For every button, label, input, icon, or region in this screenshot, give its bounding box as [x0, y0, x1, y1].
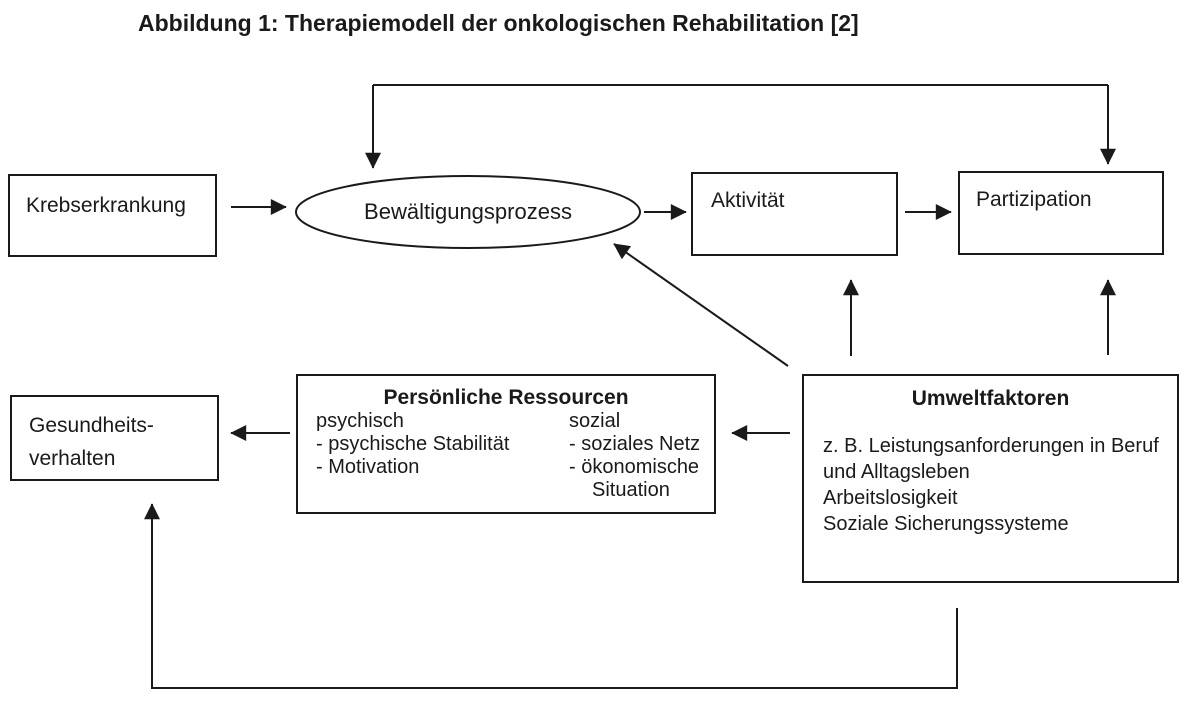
node-krebserkrankung: Krebserkrankung: [8, 174, 217, 257]
node-gesundheitsverhalten-line2: verhalten: [29, 447, 116, 470]
arrow-umweltfaktoren-to-bewaeltigungsprozess: [613, 243, 789, 367]
persoenliche-ressourcen-title: Persönliche Ressourcen: [383, 386, 629, 409]
figure-title: Abbildung 1: Therapiemodell der onkologi…: [138, 10, 859, 36]
node-aktivitaet: Aktivität: [691, 172, 898, 256]
node-gesundheitsverhalten: Gesundheits- verhalten: [10, 395, 219, 481]
sozial-item: - soziales Netz: [569, 433, 701, 455]
node-partizipation-label: Partizipation: [976, 188, 1092, 211]
umweltfaktoren-body: z. B. Leistungsanforderungen in Beruf un…: [823, 433, 1177, 537]
node-bewaeltigungsprozess-label: Bewältigungsprozess: [364, 199, 572, 224]
persoenliche-ressourcen-col-psychisch: psychisch - psychische Stabilität - Moti…: [316, 410, 509, 479]
arrow-bottom-loop-to-gesundheitsverhalten: [144, 503, 958, 689]
node-umweltfaktoren: Umweltfaktoren z. B. Leistungsanforderun…: [802, 374, 1179, 583]
bewaeltigungsprozess-ellipse: [295, 175, 641, 249]
umweltfaktoren-line: Arbeitslosigkeit: [823, 487, 958, 509]
persoenliche-ressourcen-col-sozial: sozial - soziales Netz - ökonomische Sit…: [569, 410, 700, 502]
node-gesundheitsverhalten-line1: Gesundheits-: [29, 414, 154, 437]
node-krebserkrankung-label: Krebserkrankung: [26, 194, 186, 217]
psychisch-item: - Motivation: [316, 456, 420, 478]
sozial-item-continuation: Situation: [592, 479, 670, 501]
sozial-heading: sozial: [569, 410, 621, 432]
sozial-item: - ökonomische: [569, 456, 700, 478]
umweltfaktoren-line: und Alltagsleben: [823, 461, 970, 483]
node-aktivitaet-label: Aktivität: [711, 189, 785, 212]
node-persoenliche-ressourcen: Persönliche Ressourcen psychisch - psych…: [296, 374, 716, 514]
node-partizipation: Partizipation: [958, 171, 1164, 255]
umweltfaktoren-line: z. B. Leistungsanforderungen in Beruf: [823, 435, 1159, 457]
umweltfaktoren-line: Soziale Sicherungssysteme: [823, 513, 1069, 535]
umweltfaktoren-title: Umweltfaktoren: [911, 387, 1070, 410]
psychisch-item: - psychische Stabilität: [316, 433, 510, 455]
psychisch-heading: psychisch: [316, 410, 404, 432]
